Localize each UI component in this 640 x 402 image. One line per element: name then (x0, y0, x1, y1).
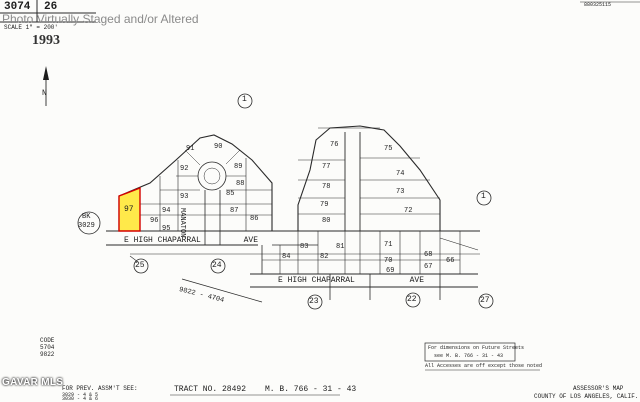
svg-text:93: 93 (180, 193, 188, 201)
assessor-county: COUNTY OF LOS ANGELES, CALIF. (534, 393, 639, 400)
svg-text:85: 85 (226, 190, 234, 198)
prev-assmt-note: FOR PREV. ASSM'T SEE: (62, 385, 138, 392)
circle-ref-label: 1 (242, 95, 247, 104)
circle-ref (478, 293, 494, 309)
circle-ref (476, 190, 492, 206)
svg-text:73: 73 (396, 188, 404, 196)
bk-number: 3029 (78, 222, 95, 230)
mls-logo: GAVAR MLS (2, 377, 64, 388)
street-suffix: AVE (243, 236, 259, 245)
code-2: 9822 (40, 351, 55, 358)
prev-assmt-1: 3029 - 4 & 5 (62, 392, 99, 398)
scale-text: SCALE 1" = 200' (4, 24, 59, 31)
svg-text:87: 87 (230, 207, 238, 215)
left-block (118, 134, 273, 245)
svg-text:79: 79 (320, 201, 328, 209)
code-1: 5704 (40, 344, 55, 351)
svg-text:94: 94 (162, 207, 170, 215)
svg-text:80: 80 (322, 217, 330, 225)
circle-ref-label: 27 (480, 296, 490, 305)
svg-text:83: 83 (300, 243, 308, 251)
highlighted-parcel-97 (118, 186, 141, 232)
svg-text:77: 77 (322, 163, 330, 171)
svg-text:81: 81 (336, 243, 344, 251)
svg-text:89: 89 (234, 163, 242, 171)
future-streets-box (424, 342, 516, 362)
svg-text:72: 72 (404, 207, 412, 215)
circle-ref-label: 24 (212, 261, 222, 270)
svg-text:70: 70 (384, 257, 392, 265)
street-label-right: E HIGH CHAPARRAL AVE (278, 276, 424, 285)
svg-text:84: 84 (282, 253, 290, 261)
circle-ref-label: 22 (407, 295, 417, 304)
circle-ref (133, 258, 149, 274)
svg-text:76: 76 (330, 141, 338, 149)
circle-ref-label: 25 (135, 261, 145, 270)
circle-ref (237, 93, 253, 109)
bk-ref-circle (77, 211, 101, 235)
svg-text:86: 86 (250, 215, 258, 223)
future-streets-note-2: see M. B. 766 - 31 - 43 (434, 353, 504, 359)
svg-text:91: 91 (186, 145, 194, 153)
svg-text:68: 68 (424, 251, 432, 259)
street-name: E HIGH CHAPARRAL (278, 276, 355, 285)
svg-text:97: 97 (124, 205, 134, 214)
svg-text:92: 92 (180, 165, 188, 173)
top-right-code: 880325115 (584, 2, 612, 8)
right-block (297, 125, 441, 231)
svg-text:96: 96 (150, 217, 158, 225)
svg-text:78: 78 (322, 183, 330, 191)
svg-text:66: 66 (446, 257, 454, 265)
assessor-title: ASSESSOR'S MAP (573, 385, 624, 392)
svg-text:71: 71 (384, 241, 392, 249)
parcel-labels: 96 97 95 94 93 92 91 90 89 88 87 86 85 8… (124, 141, 454, 275)
svg-text:88: 88 (236, 180, 244, 188)
prev-assmt-2: 3030 - 4 & 6 (62, 396, 99, 402)
book-page-left: 3074 (4, 1, 31, 13)
street-high-chaparral (106, 230, 480, 300)
circle-ref-label: 23 (309, 297, 319, 306)
map-book-ref: M. B. 766 - 31 - 43 (265, 385, 357, 394)
cross-street-label: MANATON (178, 208, 186, 238)
svg-text:69: 69 (386, 267, 394, 275)
svg-text:82: 82 (320, 253, 328, 261)
north-arrow-icon (43, 66, 49, 106)
circle-ref-label: 1 (481, 192, 486, 201)
circle-ref (210, 258, 226, 274)
map-year: 1993 (32, 33, 60, 48)
svg-text:67: 67 (424, 263, 432, 271)
circle-ref (307, 294, 323, 310)
watermark: Photo Virtually Staged and/or Altered (2, 12, 199, 26)
street-suffix: AVE (409, 276, 425, 285)
tract-number: TRACT NO. 28492 (174, 385, 247, 394)
future-streets-note-1: For dimensions on Future Streets (428, 345, 525, 351)
code-label: CODE (40, 337, 55, 344)
bk-label: BK (82, 213, 91, 221)
svg-text:75: 75 (384, 145, 392, 153)
lower-parcels (261, 231, 479, 274)
svg-text:74: 74 (396, 170, 404, 178)
circle-ref (405, 292, 421, 308)
road-easement (129, 255, 263, 303)
svg-text:95: 95 (162, 225, 170, 233)
access-note: All Accesses are off except those noted (425, 363, 543, 369)
street-name: E HIGH CHAPARRAL (124, 236, 201, 245)
svg-text:90: 90 (214, 143, 222, 151)
book-page-right: 26 (44, 1, 58, 13)
street-label-left: E HIGH CHAPARRAL AVE (124, 236, 258, 245)
north-label: N (42, 89, 47, 98)
